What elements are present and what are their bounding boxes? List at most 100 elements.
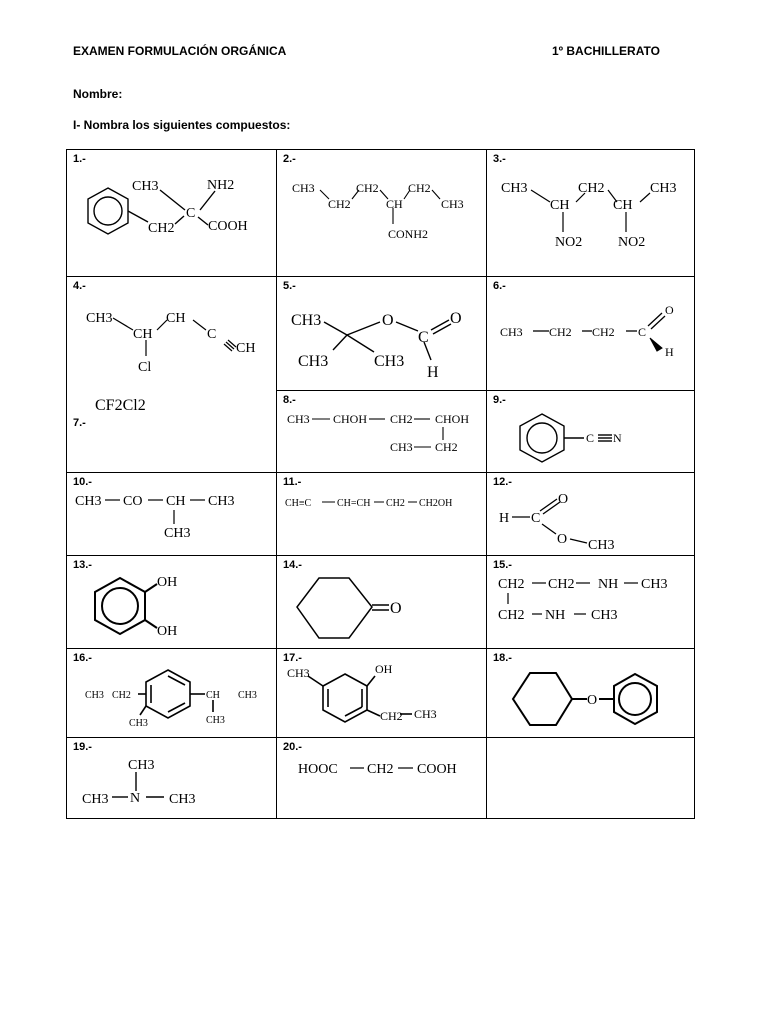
label-ch3: CH3: [86, 311, 112, 326]
label-ch3: CH3: [414, 707, 437, 721]
label-chch: CH=CH: [337, 498, 370, 509]
label-ch3: CH3: [501, 181, 527, 196]
exam-title: EXAMEN FORMULACIÓN ORGÁNICA: [73, 44, 287, 58]
compound-8: 8.- CH3 CHOH CH2 CHOH CH3 CH2: [283, 394, 469, 454]
label-ch3: CH3: [441, 197, 464, 211]
compound-number: 8.-: [283, 394, 296, 406]
label-o: O: [382, 312, 394, 329]
label-ch2: CH2: [408, 181, 431, 195]
label-ch2: CH2: [498, 577, 524, 592]
compound-10: 10.- CH3 CO CH CH3 CH3: [73, 476, 234, 541]
label-ch3: CH3: [650, 181, 676, 196]
grid-lines: [66, 149, 695, 819]
label-o: O: [450, 310, 462, 327]
compound-number: 1.-: [73, 153, 86, 165]
label-oh: OH: [375, 662, 393, 676]
label-ch2: CH2: [592, 325, 615, 339]
label-ch2: CH2: [578, 181, 604, 196]
compound-1: 1.- CH3 NH2 C CH2 COOH: [73, 153, 248, 236]
compound-4: 4.- CH3 CH CH C CH Cl: [73, 280, 255, 375]
compound-7: 7.- CF2Cl2: [73, 397, 146, 429]
compound-17: 17.- CH3 OH CH2 CH3: [283, 652, 437, 723]
label-ch: CH: [613, 198, 632, 213]
label-ch3: CH3: [129, 718, 148, 729]
label-ch2: CH2: [548, 577, 574, 592]
label-ch2: CH2: [498, 608, 524, 623]
label-ch3: CH3: [169, 792, 195, 807]
label-n: N: [130, 791, 140, 806]
label-o: O: [557, 532, 567, 547]
label-o: O: [390, 600, 402, 617]
label-ch3: CH3: [75, 494, 101, 509]
label-c: C: [207, 327, 216, 342]
label-ch3: CH3: [641, 577, 667, 592]
label-n: N: [613, 431, 622, 445]
label-oh: OH: [157, 575, 177, 590]
label-ch3: CH3: [85, 690, 104, 701]
label-ch3: CH3: [390, 440, 413, 454]
label-c: C: [638, 325, 646, 339]
label-ch2: CH2: [148, 221, 174, 236]
label-ch2: CH2: [549, 325, 572, 339]
name-label: Nombre:: [73, 87, 123, 101]
compound-number: 13.-: [73, 559, 92, 571]
label-ch3: CH3: [206, 715, 225, 726]
label-ch2: CH2: [380, 709, 403, 723]
label-choh: CHOH: [435, 412, 469, 426]
compound-number: 7.-: [73, 417, 86, 429]
compound-number: 3.-: [493, 153, 506, 165]
label-h: H: [427, 364, 439, 381]
label-nh2: NH2: [207, 178, 234, 193]
compound-number: 19.-: [73, 741, 92, 753]
compound-18: 18.- O: [493, 652, 658, 726]
label-hooc: HOOC: [298, 762, 338, 777]
compound-number: 20.-: [283, 741, 302, 753]
compound-6: 6.- CH3 CH2 CH2 C O H: [493, 280, 674, 359]
label-ch3: CH3: [208, 494, 234, 509]
compound-5: 5.- CH3 O C O CH3 CH3 H: [283, 280, 462, 381]
label-conh2: CONH2: [388, 227, 428, 241]
compound-3: 3.- CH3 CH CH2 CH CH3 NO2 NO2: [493, 153, 676, 250]
label-choh: CHOH: [333, 412, 367, 426]
label-nh: NH: [598, 577, 618, 592]
compound-number: 9.-: [493, 394, 506, 406]
label-ch: CH: [550, 198, 569, 213]
compound-number: 6.-: [493, 280, 506, 292]
compound-number: 5.-: [283, 280, 296, 292]
compound-14: 14.- O: [283, 559, 402, 639]
label-ch2: CH2: [386, 498, 405, 509]
label-ch2: CH2: [435, 440, 458, 454]
label-ch3: CH3: [132, 179, 158, 194]
label-ch3: CH3: [291, 312, 321, 329]
label-ch2oh: CH2OH: [419, 498, 452, 509]
compound-number: 12.-: [493, 476, 512, 488]
course-level: 1º BACHILLERATO: [552, 44, 660, 58]
label-cooh: COOH: [208, 219, 248, 234]
label-ch2: CH2: [390, 412, 413, 426]
instruction-text: I- Nombra los siguientes compuestos:: [73, 118, 291, 132]
compound-number: 18.-: [493, 652, 512, 664]
compound-11: 11.- CH≡C CH=CH CH2 CH2OH: [283, 476, 452, 509]
label-nh: NH: [545, 608, 565, 623]
label-c: C: [418, 329, 429, 346]
compound-number: 2.-: [283, 153, 296, 165]
label-no2: NO2: [555, 235, 582, 250]
label-ch: CH: [166, 494, 185, 509]
compound-number: 10.-: [73, 476, 92, 488]
label-o: O: [665, 303, 674, 317]
label-cf2cl2: CF2Cl2: [95, 397, 146, 414]
label-ch2: CH2: [356, 181, 379, 195]
label-ch3: CH3: [292, 181, 315, 195]
label-c: C: [586, 431, 594, 445]
compound-number: 15.-: [493, 559, 512, 571]
label-c: C: [186, 206, 195, 221]
label-ch: CH: [236, 341, 255, 356]
compound-13: 13.- OH OH: [73, 559, 177, 639]
label-o: O: [587, 693, 597, 708]
compound-number: 11.-: [283, 476, 302, 488]
label-ch3: CH3: [287, 666, 310, 680]
label-oh: OH: [157, 624, 177, 639]
label-ch: CH: [166, 311, 185, 326]
label-ch3: CH3: [588, 538, 614, 553]
label-ch: CH: [133, 327, 152, 342]
